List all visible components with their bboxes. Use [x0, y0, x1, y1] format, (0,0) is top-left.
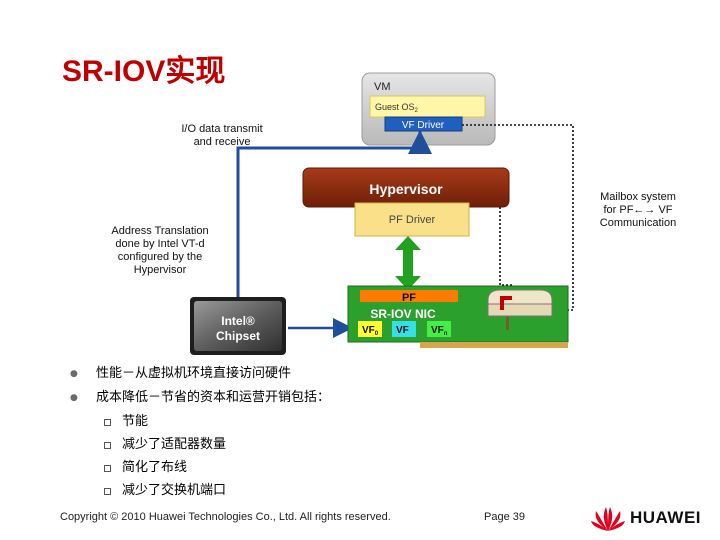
huawei-petal-logo-icon	[591, 507, 625, 531]
nic-label: SR-IOV NIC	[370, 307, 436, 321]
hypervisor-label: Hypervisor	[369, 181, 443, 197]
pf-driver-label: PF Driver	[389, 214, 436, 226]
address-line1: Address Translation	[111, 225, 208, 237]
sub-bullet-item: 减少了适配器数量	[70, 433, 330, 456]
vm-box: VM Guest OS2 VF Driver	[361, 72, 496, 146]
vf1-label: VF	[396, 325, 409, 336]
page-number: Page 39	[484, 511, 525, 523]
mailbox-line2: for PF←→ VF	[603, 204, 672, 216]
hypervisor-box: Hypervisor	[302, 167, 510, 208]
address-line4: Hypervisor	[134, 264, 187, 276]
address-line3: configured by the	[118, 251, 202, 263]
bullet-item: 成本降低－节省的资本和运营开销包括：	[70, 386, 330, 410]
copyright-text: Copyright © 2010 Huawei Technologies Co.…	[60, 511, 391, 523]
intel-chipset: Intel® Chipset	[190, 297, 286, 355]
mailbox-icon	[487, 289, 553, 330]
chipset-line2: Chipset	[216, 329, 260, 343]
pf-double-arrow	[395, 236, 421, 290]
address-line2: done by Intel VT-d	[115, 238, 204, 250]
pf-label: PF	[402, 292, 416, 304]
vm-label: VM	[374, 81, 391, 93]
bullet-list: 性能－从虚拟机环境直接访问硬件 成本降低－节省的资本和运营开销包括： 节能 减少…	[70, 362, 330, 502]
vfn-box	[427, 321, 451, 337]
io-label-line1: I/O data transmit	[181, 123, 262, 135]
bullet-item: 性能－从虚拟机环境直接访问硬件	[70, 362, 330, 386]
sr-iov-diagram: VM Guest OS2 VF Driver I/O data transmit…	[111, 72, 676, 355]
mailbox-line3: Communication	[600, 217, 676, 229]
huawei-brand-text: HUAWEI	[630, 508, 701, 527]
page-title: SR-IOV实现	[62, 55, 226, 88]
sub-bullet-item: 节能	[70, 410, 330, 433]
vf0-label: VF0	[362, 325, 379, 337]
pf-box	[360, 290, 458, 302]
sub-bullet-item: 简化了布线	[70, 456, 330, 479]
mailbox-line1: Mailbox system	[600, 191, 676, 203]
guest-os-label: Guest OS2	[375, 102, 419, 114]
io-label-line2: and receive	[194, 136, 251, 148]
chipset-line1: Intel®	[221, 314, 255, 328]
mailbox-dotted-line	[462, 124, 574, 311]
vf0-box	[358, 321, 382, 337]
vf-driver-label: VF Driver	[402, 120, 445, 131]
pf-driver-box: PF Driver	[354, 202, 470, 237]
vf1-box	[392, 321, 416, 337]
vfn-label: VFn	[431, 325, 448, 337]
sub-bullet-item: 减少了交换机端口	[70, 479, 330, 502]
pf-dotted-line	[499, 207, 512, 286]
